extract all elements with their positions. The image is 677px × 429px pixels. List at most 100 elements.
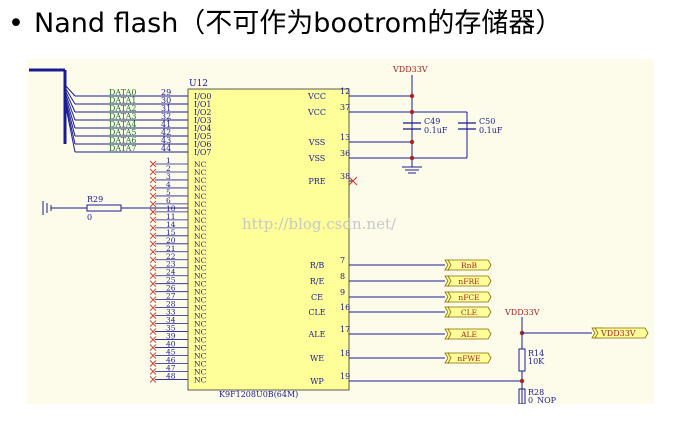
no-connect-mark bbox=[149, 288, 157, 295]
pin-name: NC bbox=[194, 280, 207, 289]
pin-number: 28 bbox=[166, 300, 176, 309]
pin-number: 36 bbox=[340, 149, 350, 158]
pin-number: 27 bbox=[166, 292, 176, 301]
port-tag bbox=[447, 275, 492, 287]
no-connect-mark bbox=[149, 304, 157, 311]
pin-name: I/O3 bbox=[194, 116, 212, 125]
pin-number: 22 bbox=[166, 252, 176, 261]
pin-name: I/O7 bbox=[194, 148, 212, 157]
port-tag bbox=[447, 306, 492, 318]
pin-number: 43 bbox=[161, 136, 171, 145]
no-connect-mark bbox=[149, 280, 157, 288]
chip-ref: U12 bbox=[189, 79, 208, 89]
pin-number: 17 bbox=[340, 325, 350, 334]
r28-ref: R28 bbox=[528, 388, 544, 397]
pin-name: NC bbox=[194, 232, 207, 241]
pin-number: 48 bbox=[166, 371, 176, 380]
pin-name: NC bbox=[194, 352, 207, 361]
pin-name: NC bbox=[194, 304, 207, 313]
net-label: DATA6 bbox=[109, 136, 137, 145]
pin-number: 42 bbox=[161, 128, 171, 137]
pin-name: NC bbox=[194, 360, 207, 369]
pin-name: NC bbox=[194, 312, 207, 321]
pin-name: NC bbox=[194, 296, 207, 305]
pin-number: 29 bbox=[161, 88, 171, 97]
pin-number: 4 bbox=[166, 180, 171, 189]
port-label: ALE bbox=[460, 330, 477, 339]
net-label: DATA7 bbox=[109, 144, 137, 153]
port-label: nFWE bbox=[457, 354, 480, 363]
port-label: nFRE bbox=[458, 277, 479, 286]
chip-part: K9F1208U0B(64M) bbox=[219, 390, 298, 399]
pin-name: NC bbox=[194, 264, 207, 273]
r14-value: 10K bbox=[528, 357, 545, 366]
pin-number: 1 bbox=[166, 156, 171, 165]
pin-name: NC bbox=[194, 224, 207, 233]
pin-name: I/O4 bbox=[194, 124, 212, 133]
no-connect-mark bbox=[149, 232, 157, 240]
net-label: DATA3 bbox=[109, 112, 137, 121]
pin-name: NC bbox=[194, 344, 207, 353]
pin-number: 32 bbox=[161, 112, 171, 121]
pin-name: NC bbox=[194, 336, 207, 345]
pin-number: 8 bbox=[340, 272, 345, 281]
no-connect-mark bbox=[149, 320, 157, 327]
no-connect-mark bbox=[149, 192, 157, 200]
pin-name: NC bbox=[194, 184, 207, 193]
data-line bbox=[64, 97, 76, 137]
chip-body bbox=[187, 88, 350, 391]
pin-number: 12 bbox=[340, 87, 350, 96]
data-line bbox=[64, 102, 76, 153]
c50-ref: C50 bbox=[479, 117, 495, 126]
pin-name: NC bbox=[194, 328, 207, 337]
port-tag bbox=[447, 328, 492, 340]
pin-number: 39 bbox=[166, 332, 176, 341]
pin-number: 35 bbox=[166, 324, 176, 333]
pin-name: I/O6 bbox=[194, 140, 212, 149]
pin-number: 14 bbox=[166, 220, 176, 229]
pin-number: 21 bbox=[166, 244, 176, 253]
pin-name: NC bbox=[194, 168, 207, 177]
pin-name: NC bbox=[194, 208, 207, 217]
pin-name: ALE bbox=[308, 330, 326, 339]
r28-value: 0_NOP bbox=[528, 396, 557, 404]
pin-number: 19 bbox=[340, 372, 350, 381]
pin-number: 11 bbox=[166, 212, 176, 221]
no-connect-mark bbox=[149, 168, 157, 176]
r29-ref: R29 bbox=[87, 195, 103, 204]
no-connect-mark bbox=[149, 352, 157, 359]
pin-number: 34 bbox=[166, 316, 176, 325]
pin-number: 9 bbox=[340, 288, 345, 297]
wp-network: VDD33V bbox=[349, 308, 592, 404]
vdd33v-port: VDD33V bbox=[591, 327, 649, 339]
pin-name: WP bbox=[310, 377, 324, 386]
net-label: DATA1 bbox=[109, 96, 137, 105]
pin-name: VCC bbox=[307, 92, 326, 101]
data-bus bbox=[29, 68, 67, 144]
pin-name: VSS bbox=[308, 138, 326, 147]
bullet: • bbox=[8, 8, 24, 39]
pin-number: 44 bbox=[161, 144, 171, 153]
title-text: Nand flash（不可作为bootrom的存储器） bbox=[34, 8, 563, 39]
pin-number: 33 bbox=[166, 308, 176, 317]
pin-number: 5 bbox=[166, 188, 171, 197]
c50-value: 0.1uF bbox=[479, 126, 503, 135]
pin-number: 25 bbox=[166, 276, 176, 285]
pin-name: NC bbox=[194, 248, 207, 257]
pin-number: 16 bbox=[340, 303, 350, 312]
data-line bbox=[64, 92, 76, 121]
pin-number: 37 bbox=[340, 103, 350, 112]
pin-number: 2 bbox=[166, 164, 171, 173]
pin-name: NC bbox=[194, 192, 207, 201]
no-connect-mark bbox=[149, 344, 157, 351]
resistor-r29: R29 0 bbox=[42, 195, 188, 222]
r14-ref: R14 bbox=[528, 349, 544, 358]
pin-name: PRE bbox=[308, 177, 325, 186]
port-tag bbox=[447, 291, 492, 303]
pin-name: CE bbox=[311, 293, 323, 302]
no-connect-mark bbox=[149, 376, 157, 383]
pin-number: 30 bbox=[161, 96, 171, 105]
pin-number: 3 bbox=[166, 172, 171, 181]
pin-number: 7 bbox=[340, 256, 345, 265]
